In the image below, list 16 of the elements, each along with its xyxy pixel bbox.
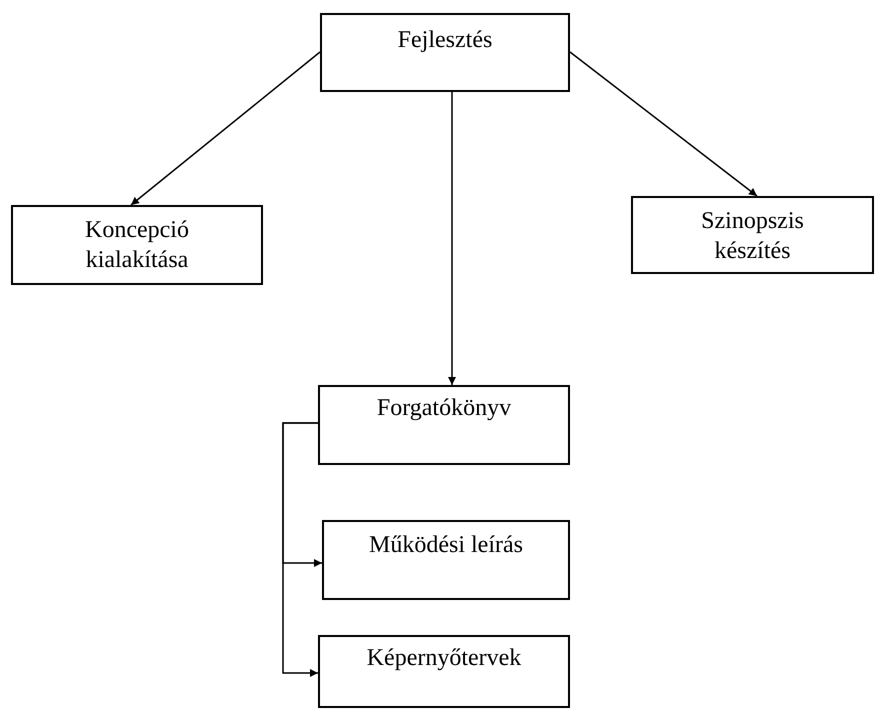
arrow <box>448 92 456 385</box>
process-box <box>631 196 874 274</box>
box-label: Képernyőtervek <box>366 644 522 673</box>
process-box <box>318 385 570 465</box>
process-box <box>11 205 263 285</box>
arrow <box>282 422 318 677</box>
process-box <box>322 520 570 600</box>
box-label: Szinopszis készítés <box>700 207 805 266</box>
box-label: Forgatókönyv <box>376 394 512 423</box>
box-label: Működési leírás <box>368 531 524 560</box>
arrow <box>570 51 758 197</box>
arrow <box>130 51 320 206</box>
box-label: Fejlesztés <box>396 26 494 55</box>
box-label: Koncepció kialakítása <box>84 216 190 275</box>
process-box <box>320 13 570 92</box>
process-box <box>318 635 570 708</box>
